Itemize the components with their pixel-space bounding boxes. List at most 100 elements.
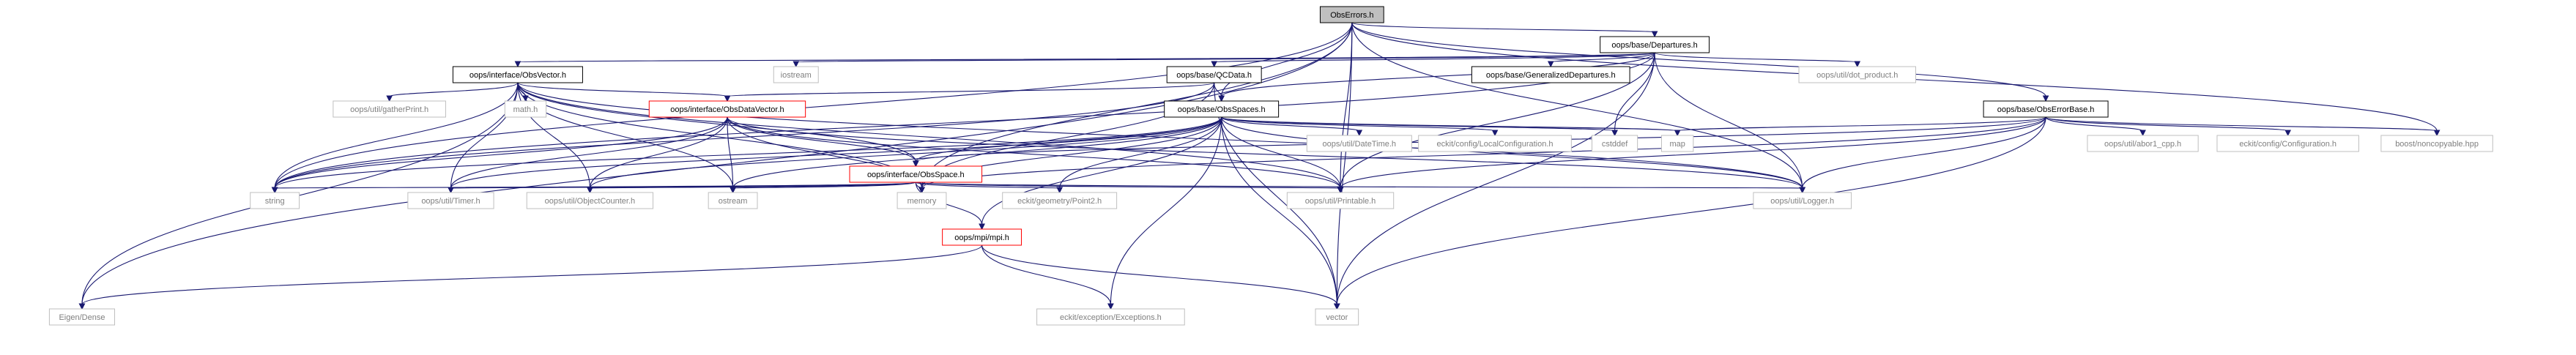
node-eigendense: Eigen/Dense <box>48 308 116 326</box>
node-label-gendep: oops/base/GeneralizedDepartures.h <box>1486 71 1616 80</box>
edge-obserrorbase-to-memory <box>921 116 2046 189</box>
node-mpih[interactable]: oops/mpi/mpi.h <box>942 228 1022 246</box>
arrowhead-obsspace-to-string <box>271 187 278 194</box>
node-label-obserrors: ObsErrors.h <box>1330 11 1373 20</box>
node-box-dotproduct <box>1798 66 1916 83</box>
node-box-noncopyable <box>2380 135 2493 152</box>
node-label-exceptions: eckit/exception/Exceptions.h <box>1060 313 1162 322</box>
node-abort: oops/util/abor1_cpp.h <box>2087 135 2199 152</box>
node-label-vector: vector <box>1326 313 1348 322</box>
node-gendep[interactable]: oops/base/GeneralizedDepartures.h <box>1471 66 1630 83</box>
edge-obsspaces-to-cstddef <box>1221 116 1616 132</box>
node-point2: eckit/geometry/Point2.h <box>1002 192 1118 209</box>
edge-obsspace-to-logger <box>915 182 1803 189</box>
node-label-string: string <box>265 197 285 206</box>
edge-obsdatavector-to-logger <box>727 116 1803 189</box>
edge-departures-to-obsspaces <box>1221 52 1655 97</box>
node-obsspace[interactable]: oops/interface/ObsSpace.h <box>849 165 983 183</box>
node-box-localconfig <box>1418 135 1572 152</box>
node-label-mpih: oops/mpi/mpi.h <box>954 233 1009 242</box>
edge-mpih-to-exceptions <box>981 244 1111 305</box>
edge-obsvector-to-obsdatavector <box>517 82 728 97</box>
node-box-vector <box>1315 308 1359 326</box>
edge-departures-to-printable <box>1340 52 1655 189</box>
node-gatherprint: oops/util/gatherPrint.h <box>333 100 446 118</box>
node-box-mathh <box>504 100 547 118</box>
node-label-mathh: math.h <box>513 105 538 114</box>
arrowhead-obserrorbase-to-map <box>1674 130 1681 137</box>
node-box-qcdata <box>1166 66 1262 83</box>
edge-departures-to-vector <box>1336 52 1655 305</box>
edge-obserrorbase-to-map <box>1677 116 2046 132</box>
node-box-obsspace <box>849 165 983 183</box>
node-box-logger <box>1753 192 1852 209</box>
node-box-gatherprint <box>333 100 446 118</box>
edge-obsspaces-to-logger <box>1221 116 1803 189</box>
edge-obsvector-to-eigendense <box>81 82 519 305</box>
node-label-departures: oops/base/Departures.h <box>1611 41 1697 50</box>
node-dotproduct: oops/util/dot_product.h <box>1798 66 1916 83</box>
node-timer: oops/util/Timer.h <box>407 192 494 209</box>
node-label-obsspaces: oops/base/ObsSpaces.h <box>1178 105 1266 114</box>
node-label-point2: eckit/geometry/Point2.h <box>1017 197 1102 206</box>
edge-obsspaces-to-mpih <box>981 116 1222 225</box>
edge-obserrorbase-to-vector <box>1336 116 2046 305</box>
node-label-localconfig: eckit/config/LocalConfiguration.h <box>1437 140 1554 149</box>
edge-obsvector-to-gatherprint <box>389 82 519 97</box>
node-box-obsdatavector <box>648 100 806 118</box>
arrowhead-obsvector-to-gatherprint <box>386 95 393 102</box>
arrowhead-departures-to-obsvector <box>514 61 521 68</box>
node-obserrors[interactable]: ObsErrors.h <box>1319 6 1384 23</box>
node-box-obsvector <box>452 66 583 83</box>
edge-obsdatavector-to-timer <box>450 116 728 189</box>
edge-obserrors-to-printable <box>1340 22 1353 189</box>
node-departures[interactable]: oops/base/Departures.h <box>1600 36 1710 53</box>
edge-obsspaces-to-datetime <box>1221 116 1360 132</box>
node-box-obsspaces <box>1164 100 1280 118</box>
node-obsdatavector[interactable]: oops/interface/ObsDataVector.h <box>648 100 806 118</box>
arrowhead-obsspace-to-memory <box>918 187 925 194</box>
arrowhead-obsspaces-to-localconfig <box>1491 130 1499 137</box>
arrowhead-obserrorbase-to-noncopyable <box>2433 130 2440 137</box>
node-box-timer <box>407 192 494 209</box>
node-label-ostream: ostream <box>719 197 748 206</box>
edge-qcdata-to-string <box>274 82 1215 189</box>
arrowhead-obserrorbase-to-obsspace <box>912 160 919 168</box>
edge-obsspaces-to-printable <box>1221 116 1341 189</box>
edge-departures-to-cstddef <box>1614 52 1655 132</box>
node-label-obsspace: oops/interface/ObsSpace.h <box>867 171 965 179</box>
node-label-obserrorbase: oops/base/ObsErrorBase.h <box>1997 105 2095 114</box>
node-memory: memory <box>897 192 947 209</box>
node-qcdata[interactable]: oops/base/QCData.h <box>1166 66 1262 83</box>
edge-obserrorbase-to-abort <box>2045 116 2144 132</box>
node-box-obserrors <box>1319 6 1384 23</box>
node-obsvector[interactable]: oops/interface/ObsVector.h <box>452 66 583 83</box>
edge-obsspaces-to-objectcounter <box>589 116 1222 189</box>
node-box-cstddef <box>1592 135 1638 152</box>
edge-obserrors-to-memory <box>921 22 1353 189</box>
node-obserrorbase[interactable]: oops/base/ObsErrorBase.h <box>1983 100 2109 118</box>
arrowhead-departures-to-iostream <box>793 61 800 68</box>
node-label-iostream: iostream <box>781 71 812 80</box>
arrowhead-obserrorbase-to-configuration <box>2284 130 2291 137</box>
node-box-configuration <box>2216 135 2359 152</box>
edge-obsspaces-to-timer <box>450 116 1222 189</box>
node-obsspaces[interactable]: oops/base/ObsSpaces.h <box>1164 100 1280 118</box>
edge-obsvector-to-objectcounter <box>517 82 590 189</box>
arrowhead-obsspace-to-logger <box>1799 187 1806 194</box>
edge-obsspaces-to-string <box>274 116 1222 189</box>
edge-obsdatavector-to-obsspace <box>727 116 916 162</box>
node-label-printable: oops/util/Printable.h <box>1305 197 1376 206</box>
edge-obsspaces-to-map <box>1221 116 1678 132</box>
edge-obserrorbase-to-printable <box>1340 116 2046 189</box>
arrowhead-departures-to-gendep <box>1547 61 1554 68</box>
arrowhead-obserrors-to-obserrorbase <box>2042 95 2049 102</box>
edge-obsspace-to-objectcounter <box>589 182 916 189</box>
node-label-eigendense: Eigen/Dense <box>59 313 105 322</box>
node-string: string <box>250 192 300 209</box>
node-label-memory: memory <box>907 197 937 206</box>
arrowhead-obsspace-to-timer <box>448 187 454 194</box>
node-label-objectcounter: oops/util/ObjectCounter.h <box>545 197 636 206</box>
edge-qcdata-to-obsdatavector <box>727 82 1215 97</box>
